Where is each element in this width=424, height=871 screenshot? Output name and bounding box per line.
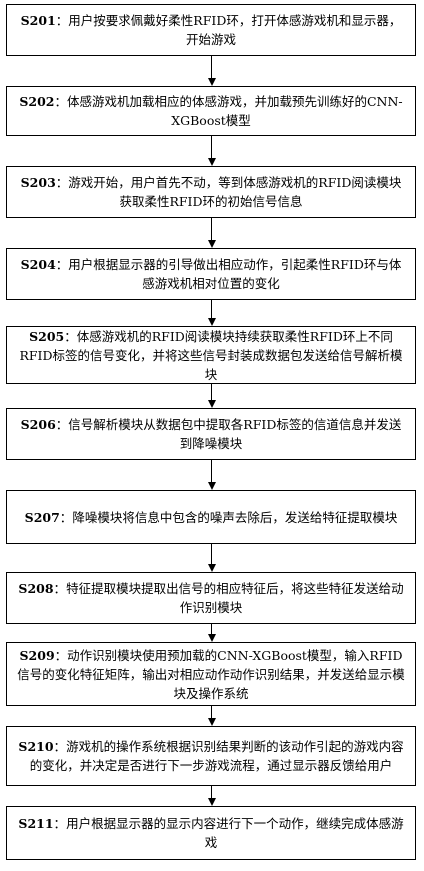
step-s203: S203：游戏开始，用户首先不动，等到体感游戏机的RFID阅读模块获取柔性RFI…: [6, 166, 416, 218]
arrow-s202-s203: [208, 136, 216, 166]
step-id: S202: [19, 94, 55, 109]
step-s205: S205：体感游戏机的RFID阅读模块持续获取柔性RFID环上不同RFID标签的…: [6, 326, 416, 384]
arrow-s209-s210: [208, 706, 216, 726]
step-id: S211: [18, 816, 54, 831]
step-s206: S206：信号解析模块从数据包中提取各RFID标签的信道信息并发送到降噪模块: [6, 408, 416, 460]
arrow-s208-s209: [208, 624, 216, 642]
step-id: S205: [29, 328, 65, 344]
step-text: 用户根据显示器的引导做出相应动作，引起柔性RFID环与体感游戏机相对位置的变化: [68, 257, 402, 291]
arrow-s201-s202: [208, 56, 216, 86]
step-s211: S211：用户根据显示器的显示内容进行下一个动作，继续完成体感游戏: [6, 806, 416, 860]
step-text: 动作识别模块使用预加载的CNN-XGBoost模型，输入RFID信号的变化特征矩…: [17, 647, 405, 701]
step-id: S208: [18, 581, 54, 596]
step-id: S209: [19, 647, 55, 663]
arrow-s203-s204: [208, 218, 216, 248]
step-s204: S204：用户根据显示器的引导做出相应动作，引起柔性RFID环与体感游戏机相对位…: [6, 248, 416, 300]
step-text: 游戏机的操作系统根据识别结果判断的该动作引起的游戏内容的变化，并决定是否进行下一…: [29, 739, 404, 773]
step-text: 游戏开始，用户首先不动，等到体感游戏机的RFID阅读模块获取柔性RFID环的初始…: [68, 175, 402, 209]
arrow-s204-s205: [208, 300, 216, 326]
step-s210: S210：游戏机的操作系统根据识别结果判断的该动作引起的游戏内容的变化，并决定是…: [6, 726, 416, 786]
step-text: 降噪模块将信息中包含的噪声去除后，发送给特征提取模块: [72, 509, 398, 525]
step-s202: S202：体感游戏机加载相应的体感游戏，并加载预先训练好的CNN-XGBoost…: [6, 86, 416, 136]
step-id: S201: [20, 13, 56, 28]
step-s201: S201：用户按要求佩戴好柔性RFID环，打开体感游戏机和显示器，开始游戏: [6, 4, 416, 56]
arrow-s206-s207: [208, 460, 216, 490]
step-id: S206: [20, 417, 56, 432]
step-s209: S209：动作识别模块使用预加载的CNN-XGBoost模型，输入RFID信号的…: [6, 642, 416, 706]
step-s207: S207：降噪模块将信息中包含的噪声去除后，发送给特征提取模块: [6, 490, 416, 544]
arrow-s205-s206: [208, 384, 216, 408]
step-id: S204: [20, 257, 56, 272]
step-id: S203: [20, 175, 56, 190]
step-s208: S208：特征提取模块提取出信号的相应特征后，将这些特征发送给动作识别模块: [6, 572, 416, 624]
arrow-s210-s211: [208, 786, 216, 806]
arrow-s207-s208: [208, 544, 216, 572]
step-text: 体感游戏机的RFID阅读模块持续获取柔性RFID环上不同RFID标签的信号变化，…: [19, 328, 403, 382]
step-text: 用户按要求佩戴好柔性RFID环，打开体感游戏机和显示器，开始游戏: [68, 13, 402, 47]
step-text: 用户根据显示器的显示内容进行下一个动作，继续完成体感游戏: [66, 816, 404, 850]
step-id: S207: [24, 509, 60, 525]
step-text: 体感游戏机加载相应的体感游戏，并加载预先训练好的CNN-XGBoost模型: [66, 94, 403, 128]
step-text: 信号解析模块从数据包中提取各RFID标签的信道信息并发送到降噪模块: [68, 417, 402, 451]
step-text: 特征提取模块提取出信号的相应特征后，将这些特征发送给动作识别模块: [66, 581, 404, 615]
step-id: S210: [18, 739, 54, 754]
